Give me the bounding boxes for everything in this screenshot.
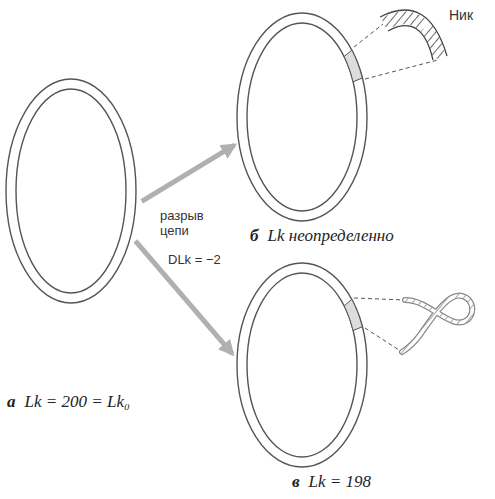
dna-ring: бLk неопределенно — [236, 12, 368, 222]
panel-letter: в — [292, 472, 300, 491]
ring-outline — [236, 262, 368, 468]
ring-caption: б Lk неопределенно — [250, 226, 394, 246]
arrow-label: DLk = −2 — [166, 252, 223, 269]
leader-line — [365, 60, 438, 79]
ring-inner — [247, 273, 357, 457]
ring-segment — [344, 50, 362, 82]
ring-outer — [237, 13, 367, 221]
supercoil-loop — [402, 296, 472, 352]
linking-number: Lk неопределенно — [267, 226, 393, 245]
ring-caption: в Lk = 198 — [292, 472, 371, 492]
ring-caption: а Lk = 200 = Lk₀ — [7, 392, 130, 412]
panel-letter: б — [250, 226, 258, 245]
ring-inner — [247, 23, 357, 211]
panel-letter: а — [7, 392, 16, 411]
arrow-label: разрыв цепи — [158, 208, 224, 240]
ring-outer — [6, 79, 136, 303]
ring-outline — [5, 78, 137, 304]
ring-outer — [237, 263, 367, 467]
leader-line — [354, 298, 405, 300]
process-arrow — [142, 145, 235, 201]
callout-label: Ник — [449, 7, 473, 23]
dna-ring: аLk = 200 = Lk₀ — [5, 78, 137, 304]
ring-outline — [236, 12, 368, 222]
dna-ring: вLk = 198 — [236, 262, 368, 468]
linking-number: Lk = 198 — [309, 472, 371, 491]
linking-number: Lk = 200 = Lk₀ — [25, 392, 130, 411]
ring-inner — [16, 89, 126, 293]
nicked-helix — [380, 10, 447, 60]
ring-segment — [344, 299, 362, 330]
leader-line — [365, 328, 402, 352]
process-arrow — [135, 241, 232, 354]
leader-line — [354, 24, 383, 47]
